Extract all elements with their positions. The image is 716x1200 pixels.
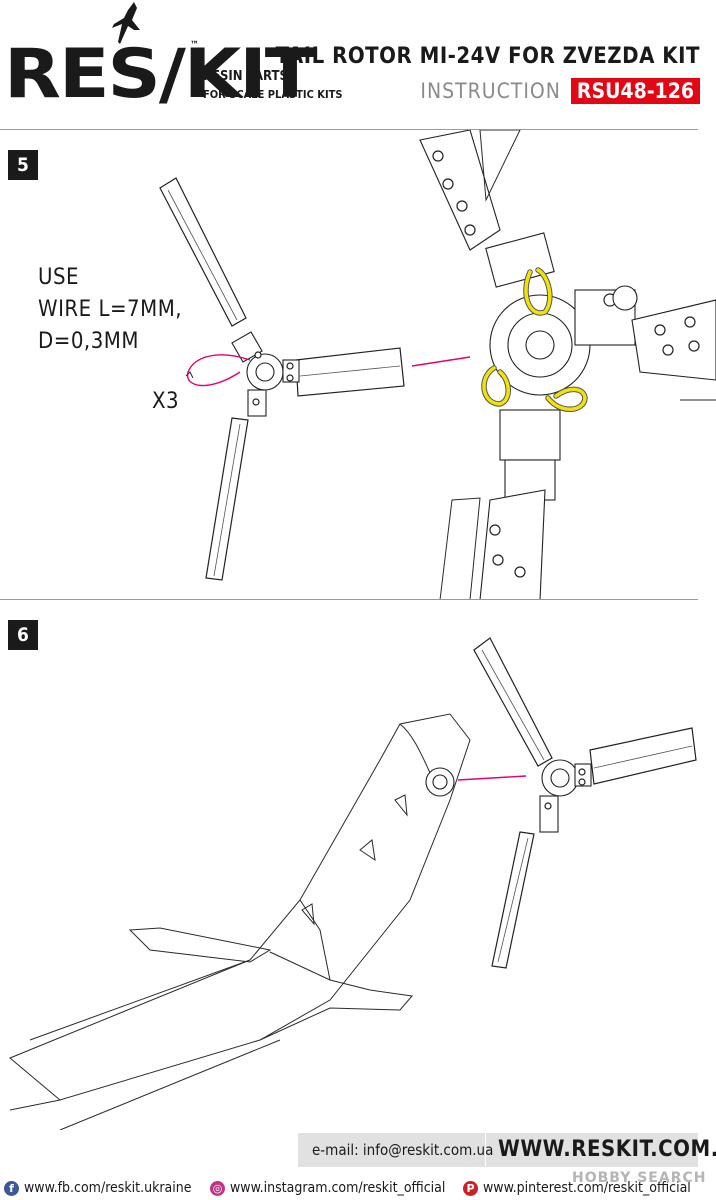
website-link[interactable]: WWW.RESKIT.COM.UA bbox=[498, 1137, 716, 1162]
jet-logo-icon bbox=[112, 2, 140, 44]
tagline-scale-kits: FOR SCALE PLASTIC KITS bbox=[203, 88, 343, 101]
instagram-url: www.instagram.com/reskit_official bbox=[230, 1180, 446, 1196]
logo-wordmark: RES/KIT bbox=[4, 40, 315, 108]
large-rotor-head-drawing bbox=[419, 130, 716, 600]
pinterest-link[interactable]: P www.pinterest.com/reskit_official bbox=[463, 1180, 691, 1196]
logo-text: RES/KIT bbox=[4, 34, 315, 114]
pinterest-url: www.pinterest.com/reskit_official bbox=[483, 1180, 691, 1196]
step-5-illustration bbox=[159, 130, 716, 600]
instruction-row: INSTRUCTION RSU48-126 bbox=[420, 78, 700, 104]
email-link[interactable]: e-mail: info@reskit.com.ua bbox=[312, 1141, 494, 1159]
product-code-badge: RSU48-126 bbox=[570, 78, 700, 104]
header: RES/KIT ™ RESIN PARTS FOR SCALE PLASTIC … bbox=[0, 0, 716, 128]
wire-note-line-2: WIRE L=7MM, bbox=[38, 297, 183, 322]
instruction-label: INSTRUCTION bbox=[420, 79, 561, 103]
tail-boom-drawing bbox=[9, 713, 471, 1130]
facebook-link[interactable]: f www.fb.com/reskit.ukraine bbox=[4, 1180, 192, 1196]
pinterest-icon: P bbox=[463, 1180, 478, 1196]
page-title: TAIL ROTOR MI-24V FOR ZVEZDA KIT bbox=[275, 44, 700, 69]
step-5-badge: 5 bbox=[8, 150, 38, 180]
step-6-illustration bbox=[9, 637, 697, 1130]
footer-contact-bar: e-mail: info@reskit.com.ua WWW.RESKIT.CO… bbox=[298, 1133, 716, 1167]
quantity-label: X3 bbox=[152, 389, 180, 414]
facebook-icon: f bbox=[4, 1180, 19, 1196]
instagram-link[interactable]: ◎ www.instagram.com/reskit_official bbox=[210, 1180, 445, 1196]
wire-note: USE WIRE L=7MM, D=0,3MM bbox=[38, 262, 182, 358]
wire-note-line-1: USE bbox=[38, 265, 80, 290]
watermark-hobby-search: HOBBY SEARCH bbox=[572, 1170, 707, 1186]
assembled-rotor-drawing bbox=[473, 637, 697, 969]
wire-note-line-3: D=0,3MM bbox=[38, 329, 139, 354]
small-rotor-drawing bbox=[159, 177, 405, 581]
step-6-badge: 6 bbox=[8, 620, 38, 650]
facebook-url: www.fb.com/reskit.ukraine bbox=[24, 1180, 192, 1196]
section-divider bbox=[0, 599, 698, 600]
footer-box-divider bbox=[485, 1133, 486, 1167]
header-divider bbox=[0, 129, 698, 130]
instagram-icon: ◎ bbox=[210, 1180, 225, 1196]
trademark-mark: ™ bbox=[190, 40, 199, 51]
tagline-resin-parts: RESIN PARTS bbox=[203, 69, 288, 84]
